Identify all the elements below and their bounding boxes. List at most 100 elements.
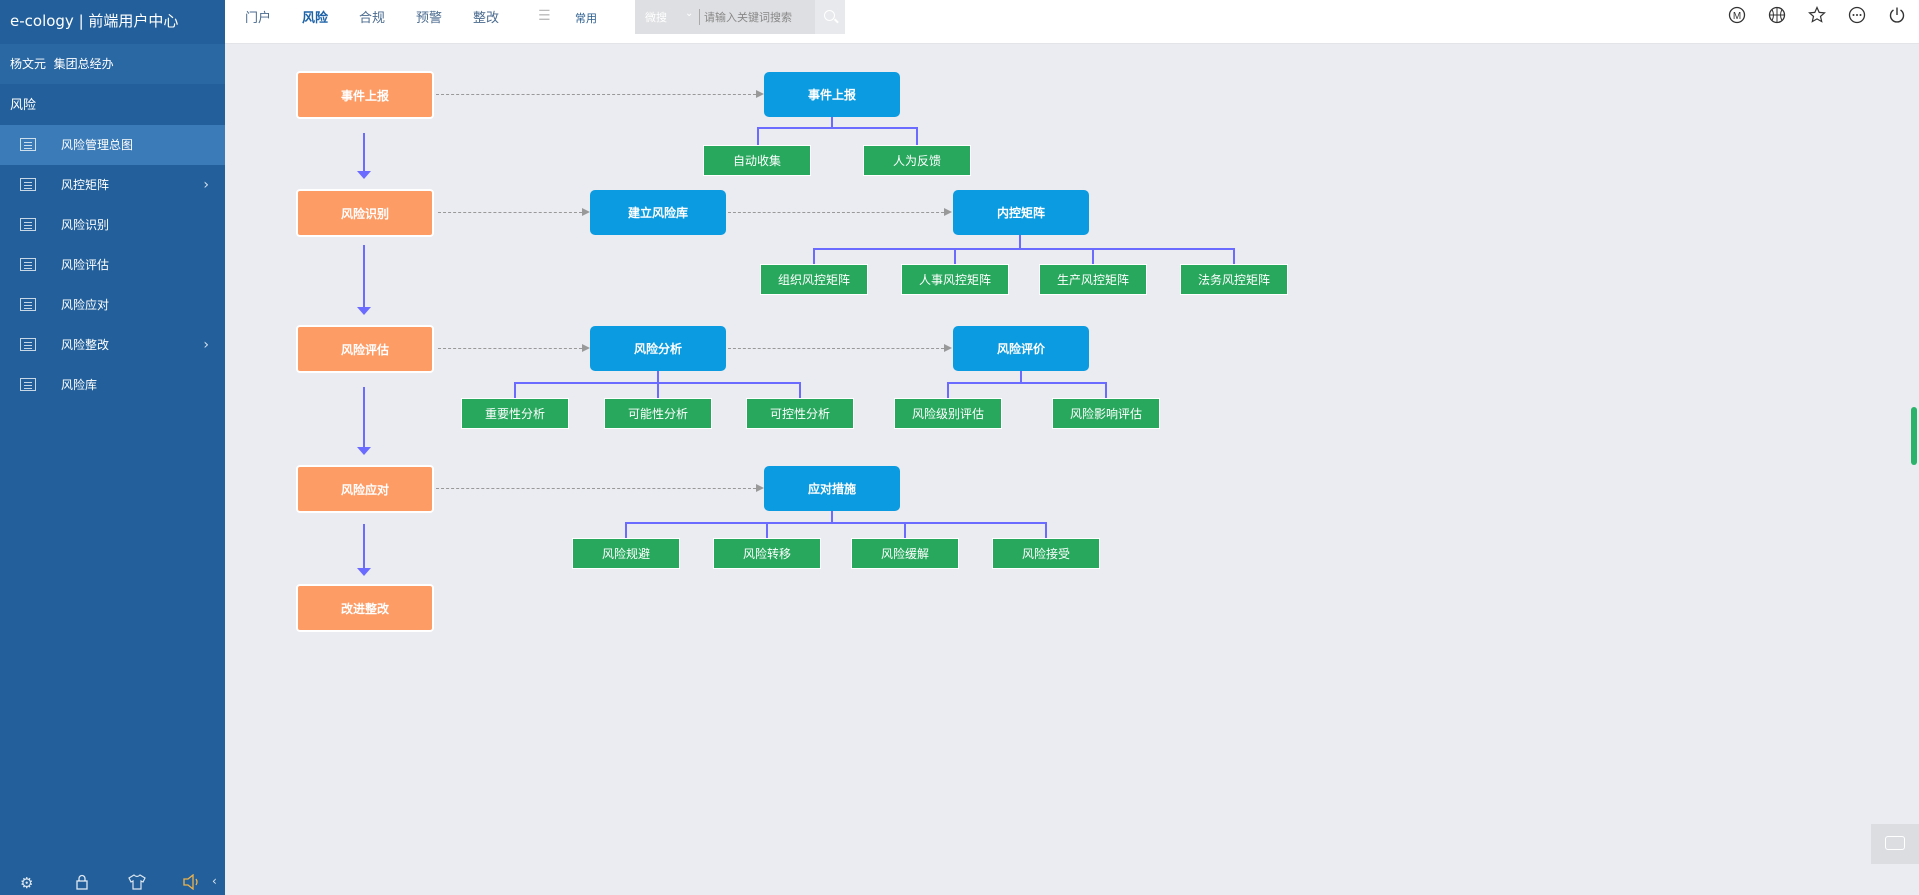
tab-portal[interactable]: 门户 xyxy=(245,11,272,26)
stage-risk-identify[interactable]: 风险识别 xyxy=(296,189,434,237)
leaf-manual-feedback[interactable]: 人为反馈 xyxy=(863,145,971,176)
sidebar-item-label: 风险整改 xyxy=(61,338,110,352)
leaf-risk-accept[interactable]: 风险接受 xyxy=(992,538,1100,569)
speaker-icon[interactable] xyxy=(182,873,202,894)
tree-connector xyxy=(1233,248,1235,264)
leaf-production-matrix[interactable]: 生产风控矩阵 xyxy=(1039,264,1147,295)
app-title: e-cology | 前端用户中心 xyxy=(10,12,179,30)
leaf-risk-impact-assess[interactable]: 风险影响评估 xyxy=(1052,398,1160,429)
tree-connector xyxy=(625,522,627,538)
basketball-icon[interactable] xyxy=(1767,6,1787,26)
leaf-risk-level-assess[interactable]: 风险级别评估 xyxy=(894,398,1002,429)
user-info[interactable]: 杨文元 集团总经办 xyxy=(0,44,225,84)
process-risk-evaluation[interactable]: 风险评价 xyxy=(953,326,1089,371)
chat-button[interactable] xyxy=(1871,824,1919,864)
process-build-library[interactable]: 建立风险库 xyxy=(590,190,726,235)
sidebar-item-risk-identify[interactable]: 风险识别 xyxy=(0,205,225,245)
document-icon xyxy=(20,138,36,151)
sidebar-item-risk-overview[interactable]: 风险管理总图 xyxy=(0,125,225,165)
sidebar-menu: 风险管理总图 风控矩阵 › 风险识别 风险评估 风险应对 风险整改 › 风险库 xyxy=(0,125,225,405)
tree-connector xyxy=(947,382,1107,384)
search-icon xyxy=(824,10,835,21)
search-box: 微搜 ⌄ xyxy=(635,0,845,34)
process-control-matrix[interactable]: 内控矩阵 xyxy=(953,190,1089,235)
stage-event-report[interactable]: 事件上报 xyxy=(296,71,434,119)
dashed-arrow xyxy=(436,90,764,98)
chevron-right-icon: › xyxy=(203,177,209,193)
leaf-legal-matrix[interactable]: 法务风控矩阵 xyxy=(1180,264,1288,295)
tree-connector xyxy=(1019,235,1021,249)
leaf-risk-mitigate[interactable]: 风险缓解 xyxy=(851,538,959,569)
tab-risk[interactable]: 风险 xyxy=(302,11,329,26)
search-type-select[interactable]: 微搜 xyxy=(645,11,667,24)
m-badge-icon[interactable]: M xyxy=(1727,6,1747,26)
document-icon xyxy=(20,338,36,351)
tree-connector xyxy=(514,382,516,398)
stage-improve-rectify[interactable]: 改进整改 xyxy=(296,584,434,632)
sidebar-item-risk-library[interactable]: 风险库 xyxy=(0,365,225,405)
sidebar-item-label: 风险评估 xyxy=(61,258,110,272)
tab-warning[interactable]: 预警 xyxy=(416,11,443,26)
user-dept: 集团总经办 xyxy=(53,57,114,71)
search-divider xyxy=(699,9,700,25)
more-icon[interactable] xyxy=(1847,6,1867,26)
stage-risk-assess[interactable]: 风险评估 xyxy=(296,325,434,373)
dashed-arrow xyxy=(438,208,590,216)
chevron-down-icon[interactable]: ⌄ xyxy=(685,8,694,19)
chat-icon xyxy=(1885,836,1905,850)
tab-compliance[interactable]: 合规 xyxy=(359,11,386,26)
tree-connector xyxy=(1045,522,1047,538)
tree-connector xyxy=(766,522,768,538)
shirt-icon[interactable] xyxy=(128,874,146,894)
leaf-controllability-analysis[interactable]: 可控性分析 xyxy=(746,398,854,429)
leaf-risk-transfer[interactable]: 风险转移 xyxy=(713,538,821,569)
document-icon xyxy=(20,378,36,391)
tree-connector xyxy=(757,127,759,145)
process-response-measures[interactable]: 应对措施 xyxy=(764,466,900,511)
tree-connector xyxy=(831,511,833,523)
leaf-hr-matrix[interactable]: 人事风控矩阵 xyxy=(901,264,1009,295)
process-event-report[interactable]: 事件上报 xyxy=(764,72,900,117)
menu-icon[interactable]: ☰ xyxy=(538,8,551,24)
document-icon xyxy=(20,178,36,191)
leaf-importance-analysis[interactable]: 重要性分析 xyxy=(461,398,569,429)
settings-icon[interactable]: ⚙ xyxy=(20,874,34,892)
scrollbar-thumb[interactable] xyxy=(1911,407,1917,465)
process-risk-analysis[interactable]: 风险分析 xyxy=(590,326,726,371)
chevron-right-icon: › xyxy=(203,337,209,353)
lock-icon[interactable] xyxy=(75,874,89,894)
sidebar: e-cology | 前端用户中心 杨文元 集团总经办 风险 风险管理总图 风控… xyxy=(0,0,225,895)
leaf-org-matrix[interactable]: 组织风控矩阵 xyxy=(760,264,868,295)
power-icon[interactable] xyxy=(1887,6,1907,26)
dashed-arrow xyxy=(728,344,952,352)
sidebar-item-risk-rectify[interactable]: 风险整改 › xyxy=(0,325,225,365)
user-name: 杨文元 xyxy=(10,57,47,71)
tree-connector xyxy=(904,522,906,538)
tree-connector xyxy=(799,382,801,398)
leaf-risk-avoid[interactable]: 风险规避 xyxy=(572,538,680,569)
stage-risk-respond[interactable]: 风险应对 xyxy=(296,465,434,513)
tree-connector xyxy=(1105,382,1107,398)
stage-arrow xyxy=(357,133,371,179)
tab-rectify[interactable]: 整改 xyxy=(473,11,500,26)
leaf-auto-collect[interactable]: 自动收集 xyxy=(703,145,811,176)
stage-arrow xyxy=(357,245,371,315)
sidebar-item-risk-assess[interactable]: 风险评估 xyxy=(0,245,225,285)
common-link[interactable]: 常用 xyxy=(575,12,597,25)
sidebar-item-label: 风险管理总图 xyxy=(61,138,134,152)
sidebar-item-control-matrix[interactable]: 风控矩阵 › xyxy=(0,165,225,205)
sidebar-item-risk-respond[interactable]: 风险应对 xyxy=(0,285,225,325)
tree-connector xyxy=(831,117,833,128)
tree-connector xyxy=(813,248,815,264)
search-input[interactable] xyxy=(704,7,812,27)
tree-connector xyxy=(813,248,1235,250)
leaf-likelihood-analysis[interactable]: 可能性分析 xyxy=(604,398,712,429)
dashed-arrow xyxy=(438,344,590,352)
sidebar-item-label: 风险识别 xyxy=(61,218,110,232)
document-icon xyxy=(20,298,36,311)
search-button[interactable] xyxy=(815,0,845,34)
sidebar-item-label: 风控矩阵 xyxy=(61,178,110,192)
collapse-icon[interactable]: ‹ xyxy=(212,874,217,888)
star-icon[interactable] xyxy=(1807,6,1827,26)
